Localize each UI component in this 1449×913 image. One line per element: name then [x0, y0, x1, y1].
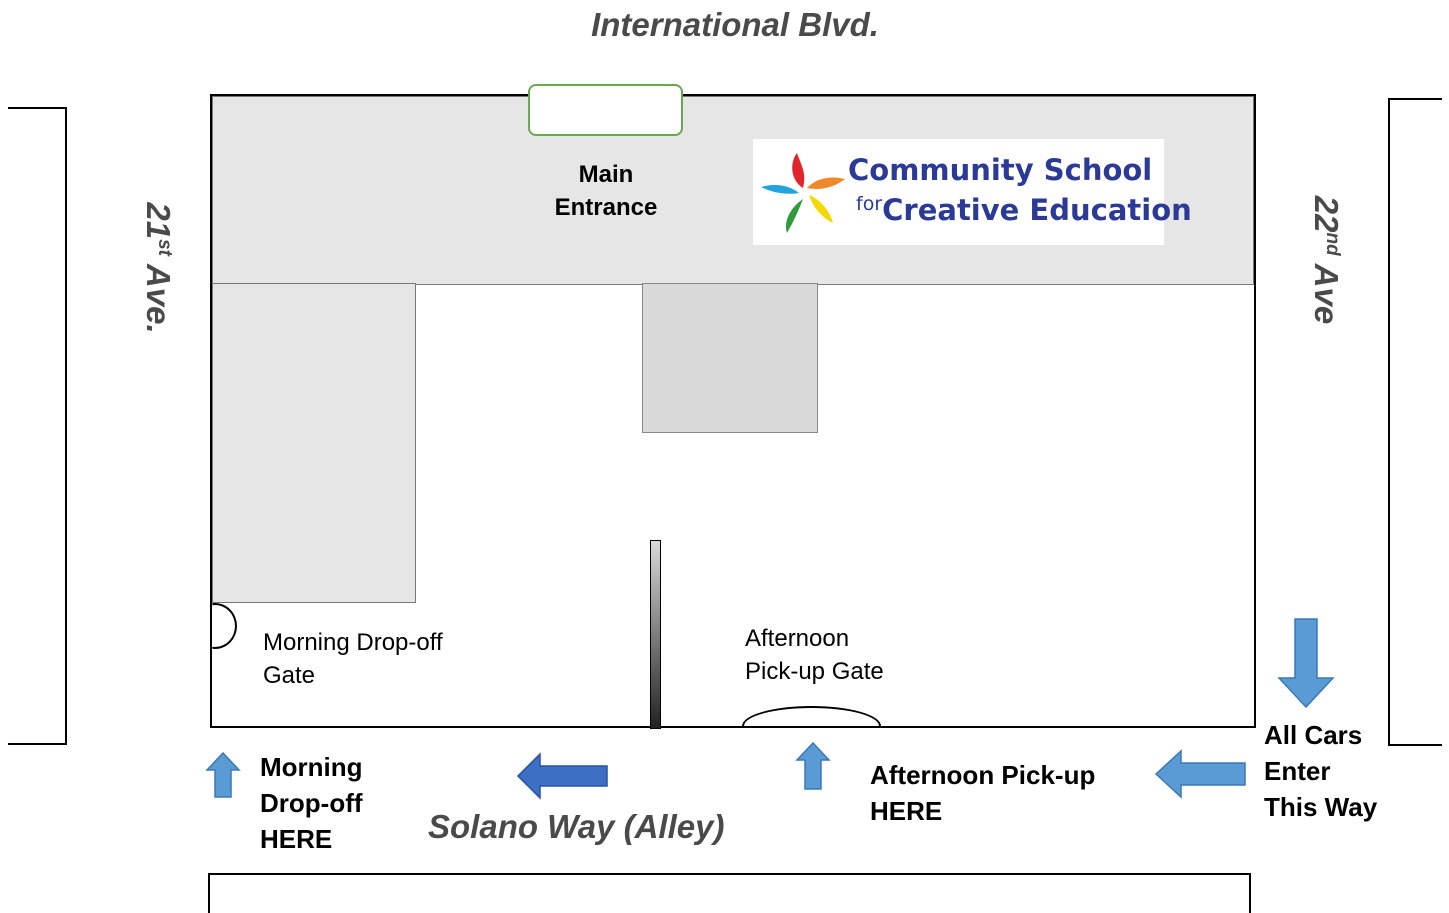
cars-enter-line1: All Cars	[1264, 720, 1363, 750]
morning-here-line3: HERE	[260, 824, 333, 854]
arrow-icon-alley-left	[516, 752, 608, 800]
street-21st-ave: 21st Ave.	[139, 202, 177, 333]
west-street-line-bottom	[8, 743, 67, 745]
east-street-line-side	[1388, 98, 1390, 746]
street-22nd-suffix-sup: nd	[1322, 232, 1343, 256]
south-street-edge	[208, 873, 1251, 913]
arrow-icon-enter-left	[1154, 749, 1246, 799]
logo-line-community-school: Community School	[848, 153, 1153, 187]
dividing-fence	[650, 540, 661, 729]
logo-for: for	[856, 193, 883, 215]
all-cars-enter-label: All Cars Enter This Way	[1264, 717, 1377, 825]
afternoon-gate-line2: Pick-up Gate	[745, 658, 884, 685]
street-21st-suffix-sup: st	[154, 239, 175, 256]
main-entrance-label: Main Entrance	[540, 158, 672, 224]
afternoon-gate-label: Afternoon Pick-up Gate	[745, 622, 884, 688]
afternoon-pickup-here-label: Afternoon Pick-up HERE	[870, 757, 1095, 829]
pinwheel-logo-icon	[761, 153, 845, 233]
afternoon-gate-line1: Afternoon	[745, 625, 850, 652]
street-22nd-ave-word: Ave	[1308, 255, 1345, 325]
school-logo: Community School forCreative Education	[753, 139, 1192, 245]
street-22nd-ave: 22nd Ave	[1307, 196, 1345, 324]
morning-gate-line2: Gate	[263, 662, 316, 689]
arrow-icon-afternoon-up	[795, 741, 831, 790]
west-street-line-side	[65, 107, 67, 745]
morning-gate-label: Morning Drop-off Gate	[263, 626, 443, 692]
center-annex-building	[642, 283, 818, 433]
main-entrance-line2: Entrance	[554, 194, 658, 221]
campus-boundary	[210, 94, 1256, 728]
morning-here-line2: Drop-off	[260, 788, 363, 818]
morning-gate-line1: Morning Drop-off	[263, 629, 443, 656]
street-22nd-number: 22	[1308, 195, 1345, 233]
arrow-icon-enter-down	[1277, 618, 1335, 709]
main-entrance-door	[528, 84, 683, 136]
west-street-line-top	[8, 107, 67, 109]
cars-enter-line2: Enter	[1264, 756, 1331, 786]
main-entrance-line1: Main	[578, 161, 634, 188]
afternoon-here-line2: HERE	[870, 796, 943, 826]
east-street-line-top	[1388, 98, 1442, 100]
east-street-line-bottom	[1388, 744, 1442, 746]
arrow-icon-morning-up	[205, 751, 241, 798]
afternoon-here-line1: Afternoon Pick-up	[870, 760, 1096, 790]
street-21st-number: 21	[140, 202, 177, 240]
west-wing-building	[212, 283, 416, 603]
logo-line2: forCreative Education	[856, 193, 1192, 227]
morning-gate-door	[212, 603, 237, 649]
morning-here-line1: Morning	[260, 752, 363, 782]
street-international-blvd: International Blvd.	[591, 6, 879, 43]
cars-enter-line3: This Way	[1264, 792, 1378, 822]
street-solano-way-alley: Solano Way (Alley)	[428, 808, 725, 845]
morning-dropoff-here-label: Morning Drop-off HERE	[260, 749, 363, 857]
logo-creative-education: Creative Education	[882, 193, 1192, 227]
street-21st-ave-word: Ave.	[140, 255, 177, 334]
